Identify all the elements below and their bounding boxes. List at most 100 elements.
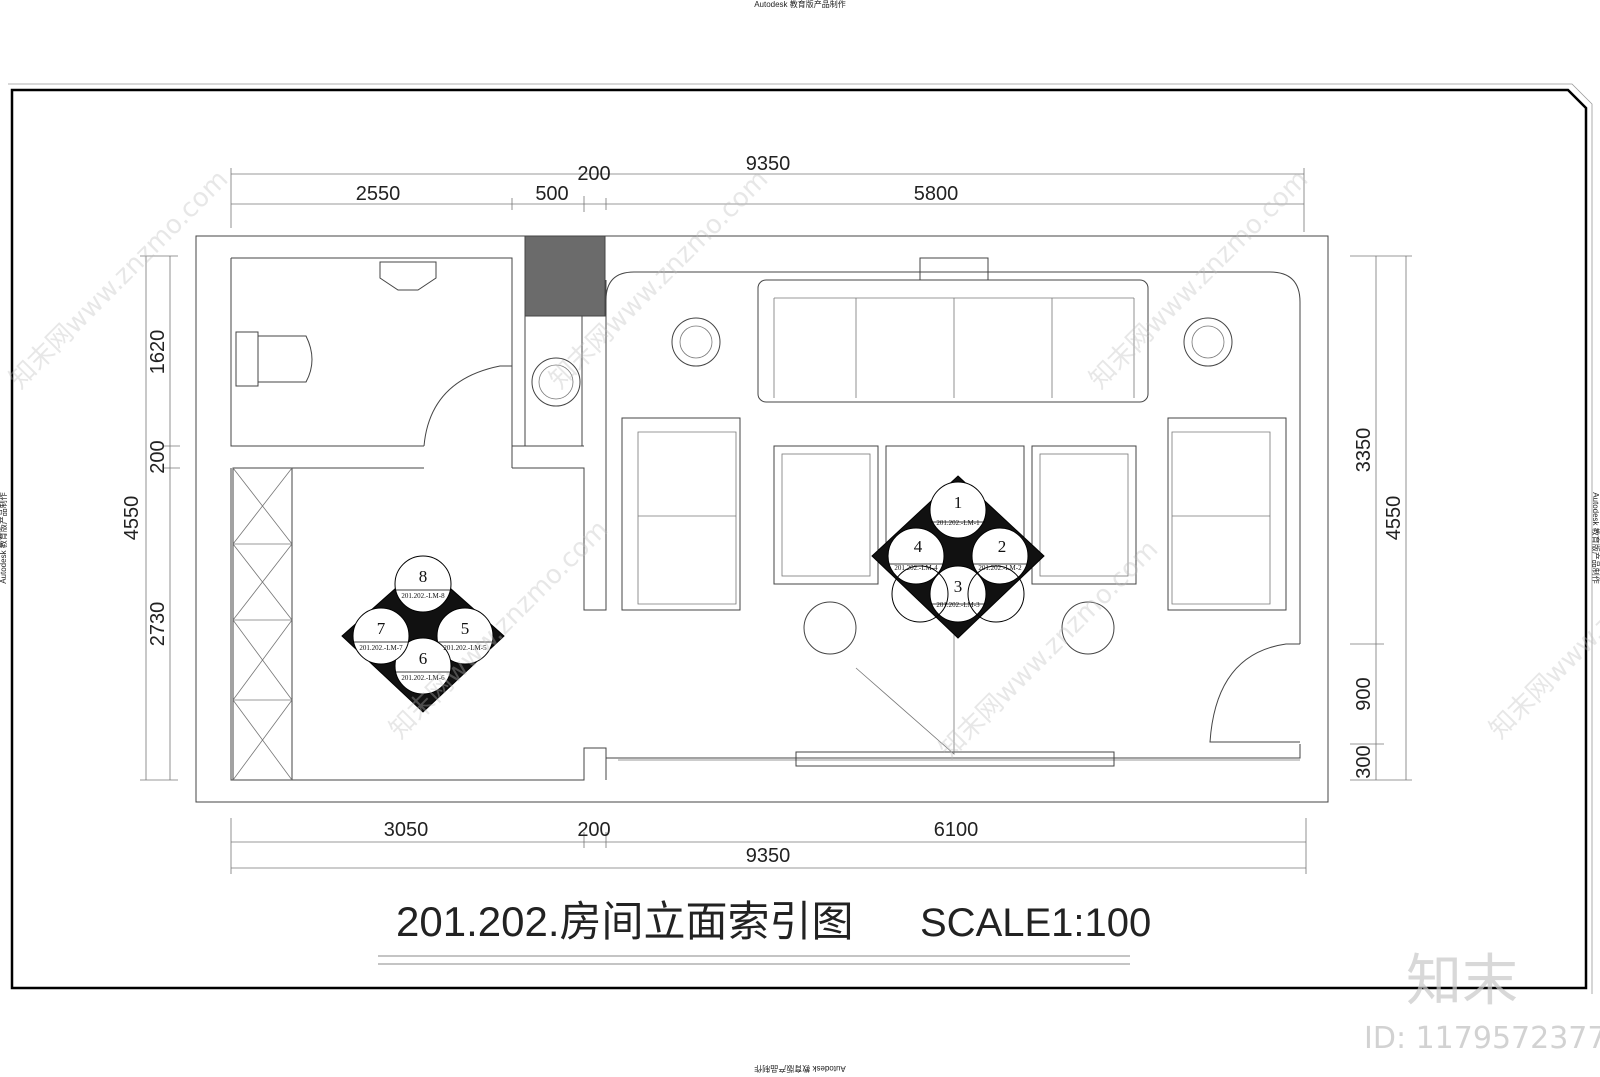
- index-left-bubble-bottom: [394, 637, 452, 695]
- dim-right-seg2: 900: [1353, 677, 1375, 710]
- left-dimensions: 4550 1620 200 2730: [121, 330, 169, 647]
- index-left-ref-left: 201.202.-LM-7: [359, 644, 403, 652]
- coffee-table-1: [773, 445, 879, 585]
- dim-bottom-seg3: 6100: [934, 819, 979, 841]
- toilet: [235, 331, 313, 387]
- coffee-table-1-inner: [781, 453, 871, 577]
- watermark-text-1: 知末网www.znzmo.com: [4, 164, 235, 395]
- index-right-ref-top: 201.202.-LM-1: [936, 519, 980, 527]
- outer-wall: [195, 235, 1329, 803]
- dim-bottom-seg1: 3050: [384, 819, 429, 841]
- wc-room-wall: [231, 257, 513, 446]
- index-left-ref-right: 201.202.-LM-5: [443, 644, 487, 652]
- watermark-id: ID: 1179572377: [1364, 1021, 1600, 1056]
- watermark-logo: 知末: [1406, 949, 1518, 1014]
- index-right-bubble-top: [929, 481, 987, 539]
- entry-door: [1209, 643, 1300, 743]
- index-right-bubble-right: [971, 527, 1029, 585]
- dim-top-seg2: 500: [535, 183, 568, 205]
- bottom-dimensions: 3050 200 6100 9350: [384, 819, 979, 867]
- elevation-index-right: 1 201.202.-LM-1 2 201.202.-LM-2 3 201.20…: [871, 475, 1045, 639]
- partition: [511, 445, 584, 468]
- dim-lines-bottom: [230, 818, 1307, 874]
- index-left-num-top: 8: [419, 567, 428, 586]
- wc-room-wall-bottom: [230, 258, 424, 447]
- side-table-left-inner: [679, 325, 713, 359]
- side-table-right: [1183, 317, 1233, 367]
- sheet-border: [10, 88, 1588, 990]
- index-left-num-right: 5: [461, 619, 470, 638]
- cabinet: [232, 467, 293, 781]
- sheet-border-inner: [8, 83, 1593, 994]
- armchair-right: [1167, 417, 1287, 611]
- index-right-ref-right: 201.202.-LM-2: [978, 564, 1022, 572]
- left-room-wall: [230, 468, 607, 781]
- elevation-index-left: 8 201.202.-LM-8 5 201.202.-LM-5 6 201.20…: [341, 555, 505, 713]
- index-right-num-right: 2: [998, 537, 1007, 556]
- side-table-left: [671, 317, 721, 367]
- armchair-left-seat: [637, 431, 737, 605]
- dim-right-overall: 4550: [1383, 496, 1405, 541]
- dim-left-seg1: 1620: [147, 330, 169, 375]
- dim-top-seg4: 5800: [914, 183, 959, 205]
- index-right-dividers: [889, 521, 1027, 605]
- top-dimensions: 9350 2550 500 200 5800: [356, 153, 959, 205]
- wall-niche: [919, 257, 989, 281]
- index-left-bubble-left: [352, 607, 410, 665]
- dim-bottom-seg2: 200: [577, 819, 610, 841]
- armchair-left: [621, 417, 741, 611]
- left-room-wall-top: [292, 280, 607, 611]
- dim-lines-top: [230, 168, 1305, 232]
- vanity-counter: [524, 315, 583, 446]
- index-left-bubble-right: [436, 607, 494, 665]
- main-room-wall: [605, 271, 1301, 644]
- drawing-title: 201.202.房间立面索引图: [396, 898, 854, 945]
- shaft: [524, 235, 606, 317]
- stool-left: [803, 601, 857, 655]
- index-right-diamond: [871, 475, 1045, 639]
- side-table-right-inner: [1191, 325, 1225, 359]
- basin: [531, 357, 581, 407]
- frame-label-left: Autodesk 教育版产品制作: [0, 492, 8, 584]
- coffee-table-3-inner: [1039, 453, 1129, 577]
- dim-top-seg3: 200: [577, 163, 610, 185]
- coffee-table-3: [1031, 445, 1137, 585]
- index-left-num-bottom: 6: [419, 649, 428, 668]
- index-right-ref-left: 201.202.-LM-4: [894, 564, 938, 572]
- index-right-ref-bottom: 201.202.-LM-3: [936, 601, 980, 609]
- dim-left-seg3: 2730: [147, 602, 169, 647]
- dim-bottom-overall: 9350: [746, 845, 791, 867]
- tv-cabinet: [795, 751, 1115, 767]
- sofa-cushions: [773, 297, 1135, 398]
- index-left-bubble-top: [394, 555, 452, 613]
- dim-right-seg1: 3350: [1353, 428, 1375, 473]
- index-left-ref-bottom: 201.202.-LM-6: [401, 674, 445, 682]
- watermark-text-6: 知末网www.znzmo.com: [1484, 514, 1600, 745]
- index-right-num-left: 4: [914, 537, 923, 556]
- index-right-bubble-left: [887, 527, 945, 585]
- index-right-ring-right: [967, 565, 1025, 623]
- urinal: [379, 261, 437, 291]
- frame-label-bottom: Autodesk 教育版产品制作: [754, 1064, 846, 1074]
- frame-label-right: Autodesk 教育版产品制作: [1591, 492, 1600, 584]
- view-lines: [855, 628, 955, 755]
- armchair-right-seat: [1171, 431, 1271, 605]
- dim-left-seg2: 200: [147, 440, 169, 473]
- index-left-num-left: 7: [377, 619, 386, 638]
- index-right-num-top: 1: [954, 493, 963, 512]
- index-left-ref-top: 201.202.-LM-8: [401, 592, 445, 600]
- basin-inner: [538, 364, 574, 400]
- cabinet-crosses: [232, 467, 293, 781]
- right-dimensions: 4550 3350 900 300: [1353, 428, 1405, 779]
- index-right-ring-left: [891, 565, 949, 623]
- dim-top-seg1: 2550: [356, 183, 401, 205]
- dim-lines-left: [140, 255, 180, 781]
- index-right-num-bottom: 3: [954, 577, 963, 596]
- dim-left-overall: 4550: [121, 496, 143, 541]
- frame-label-top: Autodesk 教育版产品制作: [754, 0, 846, 9]
- dim-lines-right: [1350, 255, 1412, 781]
- title-underline: [378, 955, 1130, 965]
- stool-right: [1061, 601, 1115, 655]
- drawing-scale: SCALE1:100: [920, 901, 1151, 945]
